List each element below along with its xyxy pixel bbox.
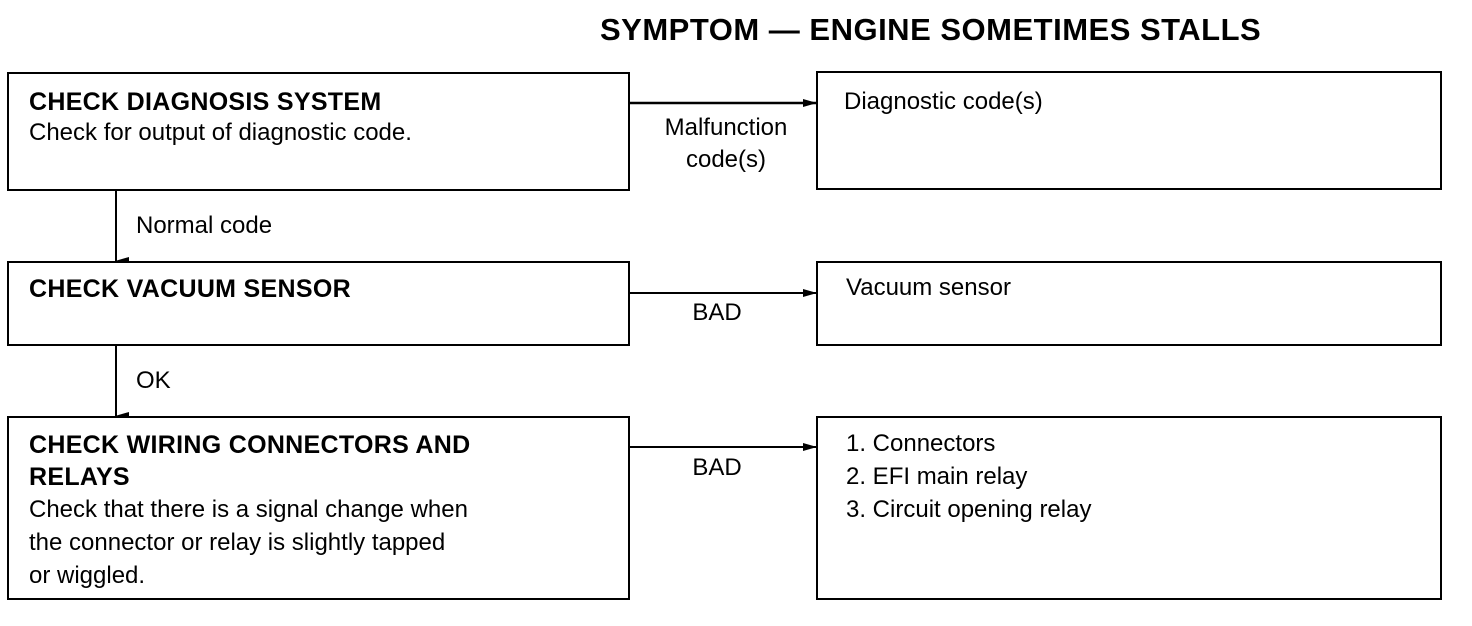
list-item: 1. Connectors	[846, 430, 996, 457]
step-check-vacuum-sensor: CHECK VACUUM SENSOR	[7, 261, 630, 346]
list-item: 2. EFI main relay	[846, 463, 1028, 490]
label-line: Malfunction	[664, 114, 788, 141]
step-check-wiring-connectors-and-relays: CHECK WIRING CONNECTORS AND RELAYS Check…	[7, 416, 630, 600]
label-normal-code: Normal code	[136, 212, 273, 239]
step-description: Check that there is a signal change when…	[29, 493, 608, 592]
label-malfunction-codes: Malfunction code(s)	[640, 114, 812, 174]
heading-line: CHECK WIRING CONNECTORS AND	[29, 431, 471, 459]
step-heading: CHECK VACUUM SENSOR	[29, 275, 351, 303]
result-text: Diagnostic code(s)	[844, 88, 1043, 115]
diagram-title: SYMPTOM — ENGINE SOMETIMES STALLS	[600, 12, 1262, 47]
result-vacuum-sensor: Vacuum sensor	[816, 261, 1442, 346]
result-text: Vacuum sensor	[846, 274, 1011, 301]
description-line: or wiggled.	[29, 562, 146, 589]
result-wiring-items: 1. Connectors 2. EFI main relay 3. Circu…	[816, 416, 1442, 600]
step-check-diagnosis-system: CHECK DIAGNOSIS SYSTEM Check for output …	[7, 72, 630, 191]
label-bad-wiring: BAD	[692, 454, 742, 481]
description-line: Check that there is a signal change when	[29, 496, 468, 523]
list-item: 3. Circuit opening relay	[846, 496, 1092, 523]
step-heading: CHECK WIRING CONNECTORS AND RELAYS	[29, 429, 608, 493]
label-line: code(s)	[685, 146, 767, 173]
label-bad-vacuum: BAD	[692, 299, 742, 326]
description-line: the connector or relay is slightly tappe…	[29, 529, 446, 556]
label-ok: OK	[136, 367, 171, 394]
result-diagnostic-codes: Diagnostic code(s)	[816, 71, 1442, 190]
heading-line: RELAYS	[29, 463, 130, 491]
result-list: 1. Connectors 2. EFI main relay 3. Circu…	[846, 427, 1412, 526]
step-description: Check for output of diagnostic code.	[29, 119, 412, 146]
step-heading: CHECK DIAGNOSIS SYSTEM	[29, 88, 382, 116]
